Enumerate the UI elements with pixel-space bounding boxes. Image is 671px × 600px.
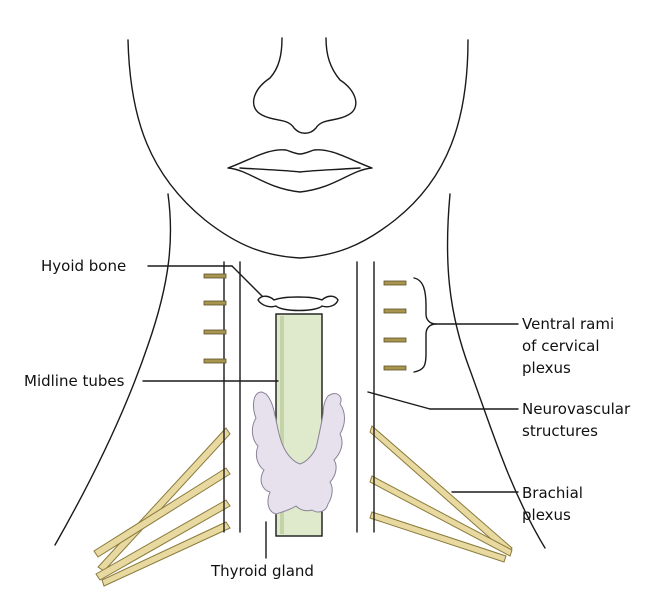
- neck-outline: [54, 193, 546, 549]
- ventral-rami-right: [383, 280, 407, 371]
- label-neurovascular-line-2: structures: [522, 422, 598, 440]
- label-ventral-rami-line-3: plexus: [522, 359, 571, 377]
- label-neurovascular-line-1: Neurovascular: [522, 400, 631, 418]
- head-outline: [127, 37, 469, 259]
- mouth: [227, 149, 373, 193]
- label-ventral-rami-line-2: of cervical: [522, 337, 600, 355]
- ventral-rami-left: [203, 273, 227, 364]
- label-thyroid-gland: Thyroid gland: [211, 562, 314, 580]
- brachial-plexus-right: [369, 425, 513, 563]
- hyoid-bone: [257, 295, 339, 312]
- leader-lines: [142, 265, 519, 559]
- nose: [252, 37, 357, 134]
- label-midline-tubes: Midline tubes: [24, 372, 125, 390]
- ventral-rami-bracket: [413, 277, 437, 373]
- label-ventral-rami-line-1: Ventral rami: [522, 315, 615, 333]
- brachial-plexus-left: [93, 427, 231, 587]
- label-brachial-line-1: Brachial: [522, 484, 583, 502]
- label-brachial-line-2: plexus: [522, 506, 571, 524]
- thyroid-gland-shape: [251, 391, 345, 515]
- neurovascular-structures: [223, 261, 375, 533]
- label-hyoid-bone: Hyoid bone: [41, 257, 127, 275]
